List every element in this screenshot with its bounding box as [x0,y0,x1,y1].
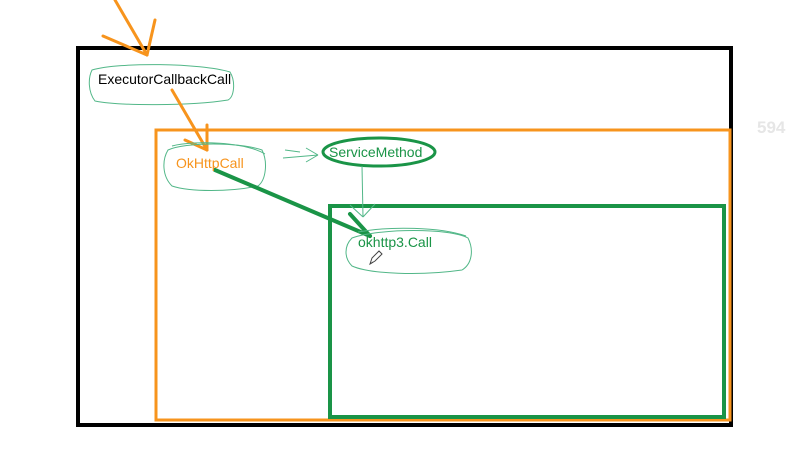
corner-watermark-text: 594 [757,118,786,137]
orange-box [154,128,732,422]
top-orange-arrow [101,0,157,57]
okhttp-to-servicemethod-arrow [282,147,319,163]
node-service-method: ServiceMethod [329,144,423,160]
node-executor-callback-call: ExecutorCallbackCall [98,71,232,87]
executor-to-okhttp-arrow [170,88,209,152]
okhttp-to-okhttp3-arrow [213,168,372,238]
executor-callback-ellipse [88,64,235,106]
green-box [328,204,726,419]
pencil-icon [369,250,383,266]
okhttp3-call-ellipse [345,230,472,274]
service-method-ellipse [321,136,437,168]
servicemethod-to-okhttp3-arrow [349,165,376,218]
node-okhttp3-call: okhttp3.Call [358,234,432,250]
node-okhttp-call: OkHttpCall [176,155,244,171]
okhttp3-call-ellipse-stroke2 [357,227,467,237]
okhttp-call-ellipse-stroke2 [171,142,266,155]
